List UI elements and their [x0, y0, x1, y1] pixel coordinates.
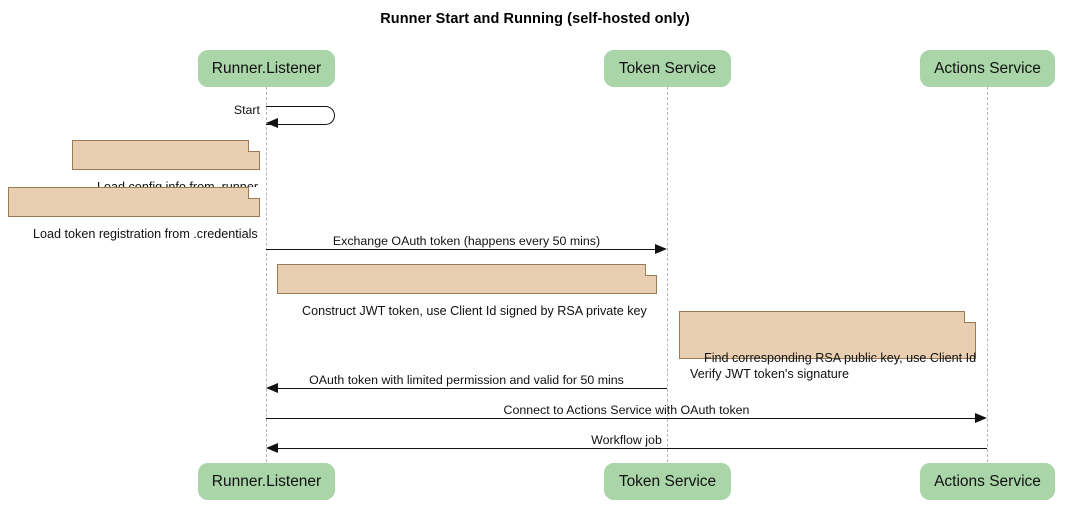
participant-header-runner[interactable]: Runner.Listener: [198, 50, 335, 87]
message-start-arrowhead: [266, 117, 278, 128]
participant-header-actions[interactable]: Actions Service: [920, 50, 1055, 87]
participant-header-token-label: Token Service: [618, 59, 717, 77]
lifeline-actions: [987, 87, 988, 462]
participant-footer-actions-label: Actions Service: [934, 472, 1041, 490]
diagram-title: Runner Start and Running (self-hosted on…: [380, 11, 690, 27]
lifeline-token: [667, 87, 668, 462]
message-connect-actions-arrowhead: [975, 412, 987, 423]
participant-footer-token-label: Token Service: [618, 472, 717, 490]
participant-footer-runner-label: Runner.Listener: [211, 472, 322, 490]
note-load-token-registration: Load token registration from .credential…: [8, 187, 260, 241]
note-fold-corner-icon: [248, 187, 260, 199]
note-verify-jwt-text: Find corresponding RSA public key, use C…: [690, 351, 977, 381]
message-exchange-oauth-arrowhead: [655, 243, 667, 254]
message-start-label: Start: [233, 103, 260, 117]
message-oauth-return-arrowhead: [266, 382, 278, 393]
message-connect-actions-line: [266, 418, 976, 419]
message-workflow-job-line: [278, 448, 987, 449]
message-connect-actions-label: Connect to Actions Service with OAuth to…: [503, 403, 750, 417]
note-load-config: Load config info from .runner: [72, 140, 260, 194]
participant-header-runner-label: Runner.Listener: [211, 59, 322, 77]
participant-footer-runner[interactable]: Runner.Listener: [198, 463, 335, 500]
note-load-token-registration-text: Load token registration from .credential…: [33, 227, 258, 241]
participant-header-actions-label: Actions Service: [934, 59, 1041, 77]
note-construct-jwt: Construct JWT token, use Client Id signe…: [277, 264, 657, 318]
note-fold-corner-icon: [964, 311, 976, 323]
message-workflow-job-label: Workflow job: [591, 433, 662, 447]
message-exchange-oauth-label: Exchange OAuth token (happens every 50 m…: [332, 234, 601, 248]
note-fold-corner-icon: [248, 140, 260, 152]
message-exchange-oauth-line: [266, 249, 656, 250]
participant-footer-token[interactable]: Token Service: [604, 463, 731, 500]
message-start-self-loop: [266, 106, 335, 125]
message-oauth-return-label: OAuth token with limited permission and …: [309, 373, 624, 387]
message-workflow-job-arrowhead: [266, 442, 278, 453]
participant-footer-actions[interactable]: Actions Service: [920, 463, 1055, 500]
lifeline-runner: [266, 87, 267, 462]
note-construct-jwt-text: Construct JWT token, use Client Id signe…: [302, 304, 647, 318]
note-verify-jwt: Find corresponding RSA public key, use C…: [679, 311, 976, 381]
note-fold-corner-icon: [645, 264, 657, 276]
message-oauth-return-line: [278, 388, 667, 389]
participant-header-token[interactable]: Token Service: [604, 50, 731, 87]
